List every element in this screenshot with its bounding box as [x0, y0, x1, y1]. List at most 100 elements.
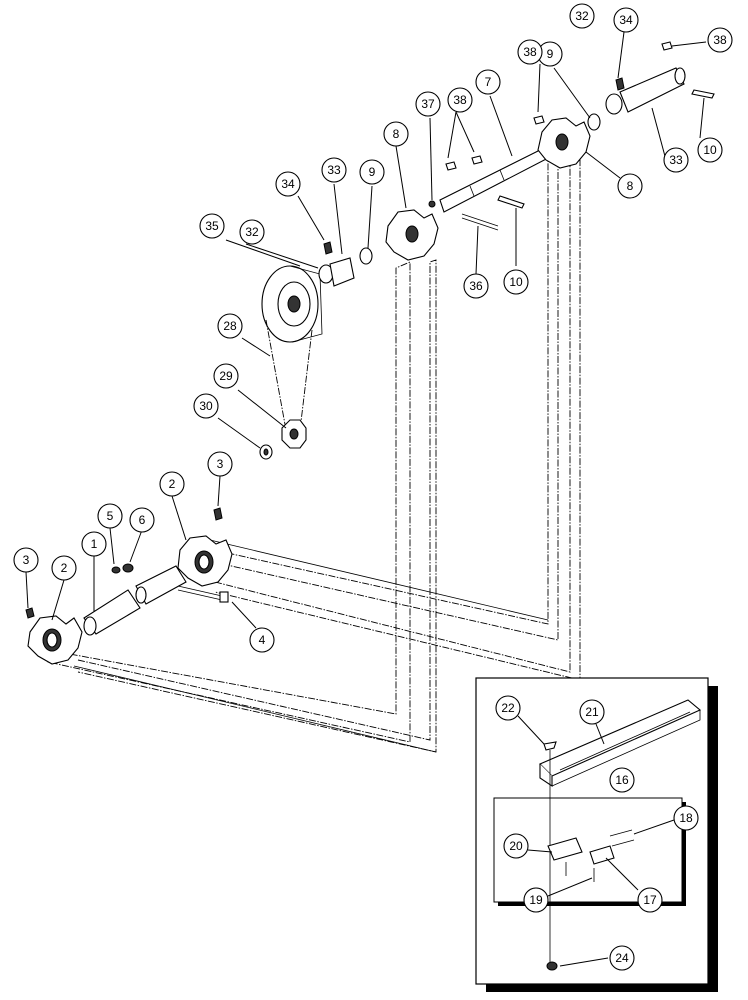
fitting-part-3-left — [25, 607, 35, 619]
svg-text:9: 9 — [547, 47, 554, 61]
svg-text:29: 29 — [219, 369, 233, 383]
pin-part-36 — [461, 213, 499, 231]
svg-text:6: 6 — [139, 513, 146, 527]
chain-loop-inner-left — [77, 259, 437, 753]
leader-lines — [25, 31, 707, 967]
svg-text:2: 2 — [169, 477, 176, 491]
callout-38-middle: 38 — [517, 39, 543, 65]
svg-text:21: 21 — [585, 705, 599, 719]
callout-36: 36 — [463, 273, 489, 299]
bearing-part-32-right — [605, 93, 623, 115]
sprocket-left — [27, 615, 83, 665]
svg-text:5: 5 — [107, 509, 114, 523]
svg-text:33: 33 — [669, 153, 683, 167]
fitting-part-34-right — [615, 77, 625, 91]
svg-text:34: 34 — [619, 13, 633, 27]
callout-33-left: 33 — [321, 157, 347, 183]
key-part-38-c — [533, 115, 545, 125]
callout-17: 17 — [637, 887, 663, 913]
key-part-38-b — [471, 155, 483, 165]
callout-33-right: 33 — [663, 147, 689, 173]
fitting-part-37 — [428, 200, 436, 208]
callout-7: 7 — [475, 69, 501, 95]
callout-3-right: 3 — [207, 451, 233, 477]
tube-part-1 — [83, 565, 187, 636]
svg-text:3: 3 — [23, 553, 30, 567]
nut-part-5 — [111, 566, 121, 574]
callout-6: 6 — [129, 507, 155, 533]
callout-37: 37 — [415, 91, 441, 117]
svg-text:9: 9 — [369, 165, 376, 179]
chain-line-a — [209, 539, 549, 621]
callout-38-left: 38 — [447, 87, 473, 113]
svg-text:37: 37 — [421, 97, 435, 111]
upper-shaft-assembly — [318, 41, 715, 287]
svg-text:22: 22 — [501, 701, 515, 715]
lower-shaft-assembly — [25, 507, 233, 665]
callout-34-left: 34 — [275, 171, 301, 197]
svg-text:32: 32 — [245, 225, 259, 239]
chain-part-28 — [265, 319, 313, 431]
svg-text:4: 4 — [259, 633, 266, 647]
callout-2-right: 2 — [159, 471, 185, 497]
svg-text:16: 16 — [615, 773, 629, 787]
callout-4: 4 — [249, 627, 275, 653]
svg-text:28: 28 — [223, 319, 237, 333]
link-part-20 — [547, 837, 583, 861]
callout-28: 28 — [217, 313, 243, 339]
sprocket-part-8-right — [537, 117, 591, 169]
callout-1: 1 — [81, 531, 107, 557]
callout-24: 24 — [609, 945, 635, 971]
svg-text:32: 32 — [575, 9, 589, 23]
callout-8-left: 8 — [383, 121, 409, 147]
svg-text:3: 3 — [217, 457, 224, 471]
key-part-10-left — [497, 195, 525, 209]
svg-text:20: 20 — [509, 839, 523, 853]
callout-38-right: 38 — [707, 27, 733, 53]
svg-text:36: 36 — [469, 279, 483, 293]
callout-5: 5 — [97, 503, 123, 529]
sprocket-right — [177, 535, 233, 587]
svg-text:38: 38 — [523, 45, 537, 59]
svg-text:38: 38 — [713, 33, 727, 47]
callout-8-right: 8 — [617, 173, 643, 199]
svg-text:1: 1 — [91, 537, 98, 551]
callout-32-right: 32 — [569, 3, 595, 29]
svg-text:7: 7 — [485, 75, 492, 89]
chain-loop-upper-right — [214, 159, 581, 681]
svg-text:30: 30 — [199, 399, 213, 413]
svg-text:8: 8 — [393, 127, 400, 141]
callout-20: 20 — [503, 833, 529, 859]
shaft-part-7 — [439, 145, 553, 213]
callout-22: 22 — [495, 695, 521, 721]
callout-18: 18 — [673, 805, 699, 831]
callout-29: 29 — [213, 363, 239, 389]
svg-text:18: 18 — [679, 811, 693, 825]
key-part-38-d — [661, 41, 673, 51]
fitting-part-3-right — [213, 507, 223, 521]
chain-line-b — [73, 665, 437, 753]
callout-32-left: 32 — [239, 219, 265, 245]
callout-19: 19 — [523, 887, 549, 913]
key-part-38-a — [445, 161, 457, 171]
callouts: 1 2 2 3 3 4 5 6 7 8 8 9 9 10 10 16 17 18… — [13, 3, 733, 971]
svg-text:2: 2 — [61, 561, 68, 575]
drive-assembly — [259, 265, 323, 460]
svg-text:35: 35 — [205, 219, 219, 233]
bolt-part-22 — [543, 741, 557, 751]
callout-3-left: 3 — [13, 547, 39, 573]
nut-part-24 — [546, 961, 558, 971]
bolt-part-4 — [177, 585, 229, 603]
callout-10-left: 10 — [503, 269, 529, 295]
chain-runs — [47, 157, 581, 753]
callout-2-left: 2 — [51, 555, 77, 581]
sprocket-part-8-left — [385, 209, 439, 261]
callout-16: 16 — [609, 767, 635, 793]
callout-35: 35 — [199, 213, 225, 239]
svg-text:10: 10 — [509, 275, 523, 289]
key-part-10-right — [691, 89, 715, 99]
callout-30: 30 — [193, 393, 219, 419]
svg-text:19: 19 — [529, 893, 543, 907]
washer-part-6 — [122, 563, 134, 573]
